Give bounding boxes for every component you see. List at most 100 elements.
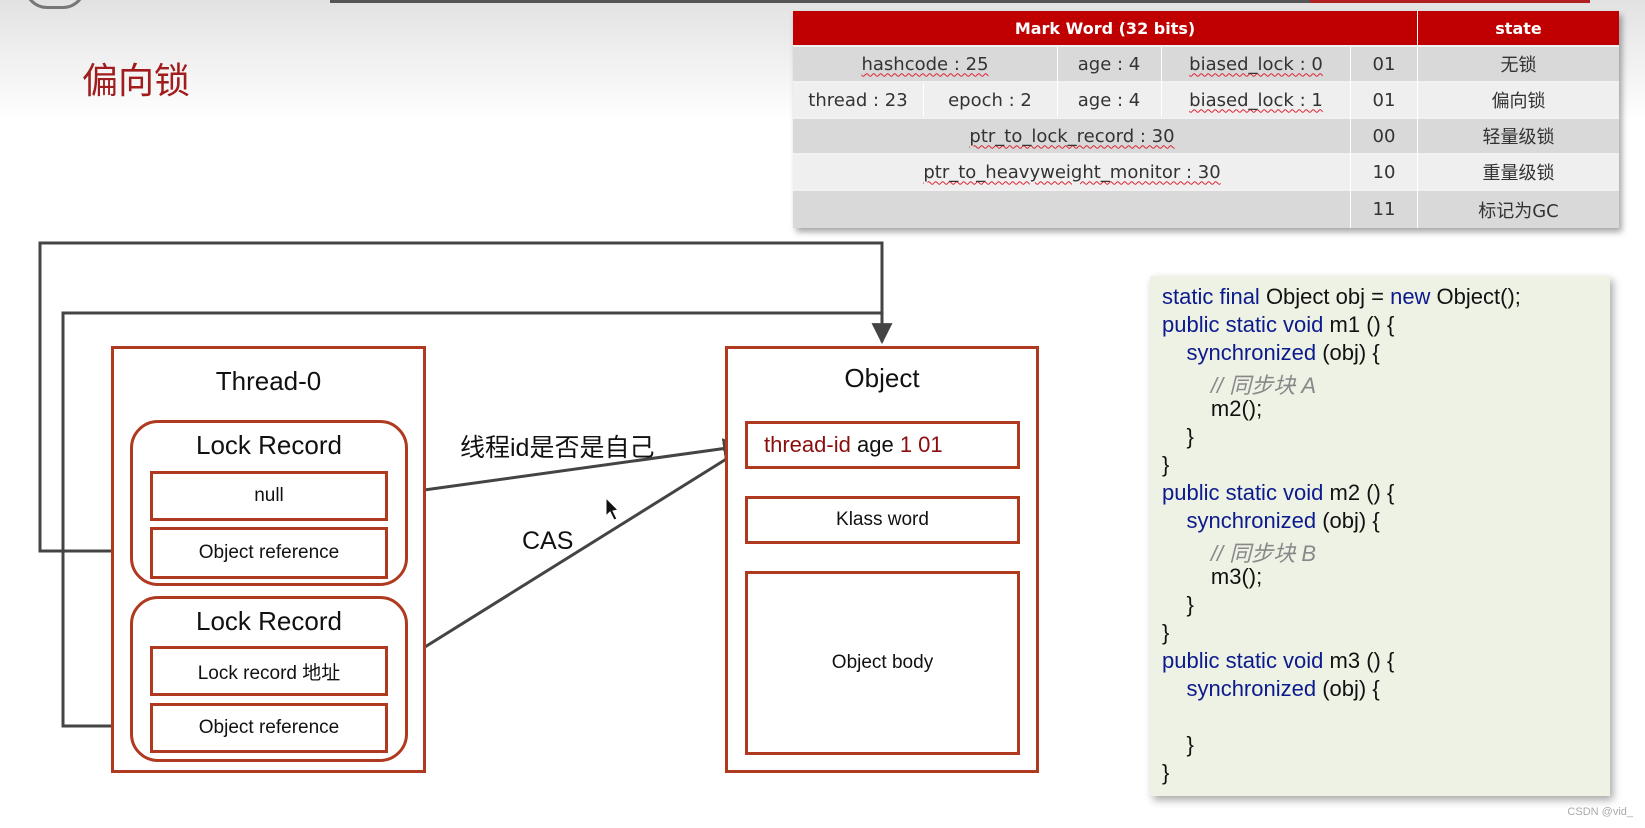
- lock-record-2: [130, 596, 408, 762]
- check-thread-label: 线程id是否是自己: [460, 434, 655, 462]
- column-divider: [923, 83, 924, 117]
- table-row: [793, 83, 1619, 117]
- table-row: [793, 155, 1619, 189]
- cell-state: 重量级锁: [1482, 163, 1555, 184]
- cell-bits: 10: [1372, 161, 1396, 183]
- code-line: }: [1162, 592, 1194, 618]
- cell-text: biased_lock : 1: [1189, 89, 1323, 111]
- reference-line-2: [61, 311, 882, 728]
- mark-word-bits: 1 01: [899, 432, 943, 457]
- cell-text: ptr_to_lock_record : 30: [969, 125, 1175, 147]
- lock-record-title: Lock Record: [196, 606, 342, 636]
- cursor-icon: [605, 496, 620, 521]
- code-text: m2();: [1162, 396, 1263, 421]
- code-text: }: [1162, 452, 1170, 477]
- code-text: }: [1162, 732, 1194, 757]
- table-row: [793, 47, 1619, 81]
- cell-thread: thread : 23: [808, 89, 908, 111]
- code-line: // 同步块 B: [1162, 536, 1316, 568]
- code-text: [1162, 508, 1186, 533]
- top-divider: [330, 0, 1590, 3]
- code-keyword: public static void: [1162, 648, 1324, 673]
- code-line: }: [1162, 424, 1194, 450]
- column-divider: [1417, 11, 1418, 228]
- cell-state: 轻量级锁: [1482, 127, 1555, 148]
- slide-title: 偏向锁: [82, 61, 191, 102]
- cell-age: age : 4: [1077, 53, 1141, 75]
- object-klass-word: Klass word: [745, 496, 1020, 544]
- code-text: }: [1162, 620, 1170, 645]
- code-text: }: [1162, 424, 1194, 449]
- mark-word-age: age: [856, 432, 894, 457]
- lock-record-slot-object-reference: Object reference: [150, 527, 388, 579]
- code-text: m3 () {: [1323, 648, 1395, 673]
- code-line: // 同步块 A: [1162, 368, 1316, 400]
- cell-bits: 11: [1372, 199, 1396, 220]
- cell-text: hashcode : 25: [861, 53, 989, 75]
- code-line: public static void m1 () {: [1162, 312, 1394, 338]
- code-keyword: static final: [1162, 284, 1260, 309]
- lock-record-1: [130, 420, 408, 586]
- code-line: }: [1162, 620, 1169, 646]
- object-title: Object: [844, 363, 920, 393]
- cell-state: 标记为GC: [1478, 200, 1559, 222]
- header-mark-word: Mark Word (32 bits): [793, 11, 1417, 45]
- object-body: Object body: [745, 571, 1020, 755]
- code-line: }: [1162, 760, 1169, 786]
- code-line: public static void m2 () {: [1162, 480, 1394, 506]
- top-divider-accent: [1310, 0, 1590, 3]
- cell-ptr-monitor: ptr_to_heavyweight_monitor : 30: [793, 155, 1351, 189]
- code-text: Object();: [1430, 284, 1521, 309]
- code-line: synchronized (obj) {: [1162, 340, 1380, 366]
- cas-label: CAS: [522, 527, 574, 555]
- code-comment: // 同步块 A: [1162, 373, 1317, 398]
- column-divider: [1161, 47, 1162, 117]
- cell-text: biased_lock : 0: [1189, 53, 1323, 75]
- cell-bits: 01: [1372, 53, 1396, 75]
- code-text: m3();: [1162, 564, 1263, 589]
- cell-biased-lock: biased_lock : 0: [1161, 47, 1351, 81]
- column-divider: [1350, 47, 1351, 228]
- code-line: m3();: [1162, 564, 1262, 590]
- code-line: }: [1162, 732, 1194, 758]
- lock-record-slot-null: null: [150, 471, 388, 521]
- object-mark-word: thread-id age 1 01: [745, 421, 1020, 469]
- cas-arrow: [386, 446, 746, 672]
- code-keyword: new: [1390, 284, 1431, 309]
- code-text: }: [1162, 760, 1170, 785]
- code-line: public static void m3 () {: [1162, 648, 1394, 674]
- cell-biased-lock: biased_lock : 1: [1161, 83, 1351, 117]
- lock-record-title: Lock Record: [196, 430, 342, 460]
- cell-bits: 01: [1372, 89, 1396, 111]
- lock-record-slot-object-reference: Object reference: [150, 703, 388, 753]
- table-row: [793, 119, 1619, 153]
- thread-title: Thread-0: [215, 366, 322, 396]
- code-line: synchronized (obj) {: [1162, 508, 1380, 534]
- cell-bits: 00: [1372, 125, 1396, 147]
- code-keyword: synchronized: [1186, 508, 1317, 533]
- code-keyword: public static void: [1162, 480, 1324, 505]
- cell-age: age : 4: [1077, 89, 1141, 111]
- code-text: [1162, 676, 1186, 701]
- code-comment: // 同步块 B: [1162, 541, 1317, 566]
- code-text: (obj) {: [1316, 340, 1380, 365]
- mark-word-table: Mark Word (32 bits) state hashcode : 25 …: [793, 11, 1619, 228]
- cell-state: 偏向锁: [1491, 91, 1546, 112]
- code-keyword: public static void: [1162, 312, 1324, 337]
- code-text: Object obj =: [1259, 284, 1391, 309]
- watermark-text: CSDN @vid_: [1567, 806, 1633, 818]
- code-text: [1162, 340, 1186, 365]
- code-text: }: [1162, 592, 1194, 617]
- code-line: }: [1162, 452, 1169, 478]
- code-line: m2();: [1162, 396, 1262, 422]
- code-text: (obj) {: [1316, 508, 1380, 533]
- code-panel: static final Object obj = new Object(); p…: [1150, 276, 1610, 796]
- cell-ptr-lock-record: ptr_to_lock_record : 30: [793, 119, 1351, 153]
- reference-line-1: [38, 241, 893, 553]
- header-state: state: [1418, 11, 1619, 45]
- column-divider: [1057, 47, 1058, 117]
- cell-epoch: epoch : 2: [948, 89, 1032, 111]
- code-line: synchronized (obj) {: [1162, 676, 1379, 702]
- lock-record-slot-address: Lock record 地址: [150, 646, 388, 696]
